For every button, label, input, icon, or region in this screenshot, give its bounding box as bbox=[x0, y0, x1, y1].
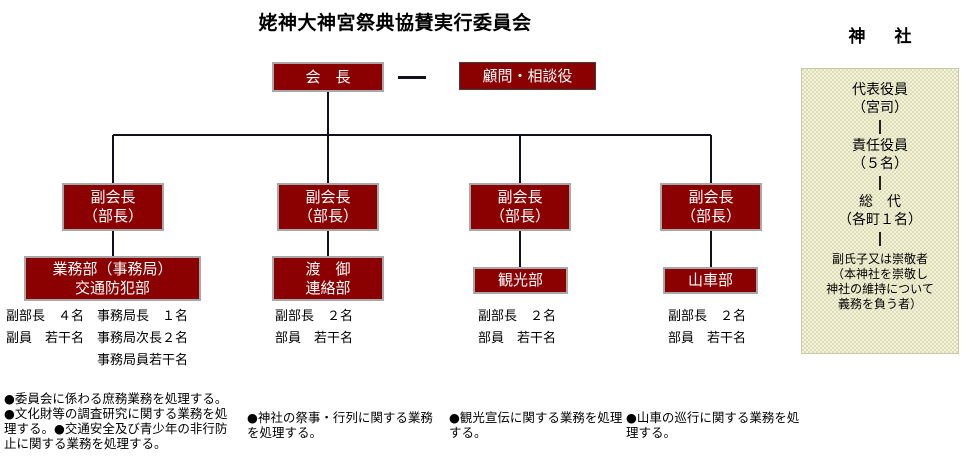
shrine-node-line1: 責任役員 bbox=[852, 138, 908, 154]
duties-text-2: ●神社の祭事・行列に関する業務を処理する。 bbox=[247, 410, 433, 440]
branch-stem-3 bbox=[519, 135, 521, 183]
vice-chair-line1: 副会長 bbox=[688, 188, 734, 206]
shrine-connector-icon bbox=[879, 176, 881, 190]
staff-row: 副部長 ４名 事務局長 １名 bbox=[6, 309, 189, 324]
shrine-node-line2: （各町１名） bbox=[838, 212, 922, 228]
shrine-leaf-line: 義務を負う者） bbox=[837, 297, 922, 311]
department-stem-4 bbox=[710, 231, 712, 267]
shrine-node-line1: 総 代 bbox=[859, 194, 901, 210]
shrine-panel: 代表役員 （宮司） 責任役員 （５名） 総 代 （各町１名） 副氏子又は崇敬者 … bbox=[801, 68, 959, 354]
branch-stem-2 bbox=[327, 135, 329, 183]
staff-list-2: 副部長 ２名 部員 若干名 bbox=[275, 306, 455, 350]
vice-chair-box-1: 副会長 （部長） bbox=[62, 183, 164, 231]
vice-chair-line2: （部長） bbox=[297, 207, 358, 225]
advisor-box: 顧問・相談役 bbox=[459, 62, 596, 90]
vice-chair-line2: （部長） bbox=[82, 207, 143, 225]
shrine-header: 神 社 bbox=[848, 27, 918, 47]
shrine-leaf-note: 副氏子又は崇敬者 （本神社を崇敬し 神社の維持について 義務を負う者） bbox=[826, 252, 934, 312]
staff-list-4: 副部長 ２名 部員 若干名 bbox=[668, 306, 848, 350]
staff-row: 副部長 ２名 bbox=[668, 309, 747, 324]
vice-chair-line2: （部長） bbox=[489, 207, 550, 225]
department-box-4: 山車部 bbox=[663, 267, 758, 294]
staff-row: 事務局員若干名 bbox=[6, 353, 189, 368]
shrine-node-line2: （宮司） bbox=[852, 100, 908, 116]
shrine-node-representative: 代表役員 （宮司） bbox=[852, 81, 908, 117]
department-stem-3 bbox=[519, 231, 521, 267]
department-stem-1 bbox=[112, 231, 114, 256]
chairman-label: 会 長 bbox=[305, 67, 351, 86]
department-box-1: 業務部（事務局） 交通防犯部 bbox=[24, 256, 201, 301]
department-line2: 連絡部 bbox=[305, 278, 351, 297]
staff-row: 部員 若干名 bbox=[478, 331, 557, 346]
vice-chair-line2: （部長） bbox=[680, 207, 741, 225]
staff-list-1: 副部長 ４名 事務局長 １名 副員 若干名 事務局次長２名 事務局員若干名 bbox=[6, 306, 236, 372]
staff-row: 部員 若干名 bbox=[275, 331, 354, 346]
staff-row: 副部長 ２名 bbox=[478, 309, 557, 324]
branch-stem-1 bbox=[112, 135, 114, 183]
shrine-connector-icon bbox=[879, 120, 881, 134]
shrine-leaf-line: 神社の維持について bbox=[826, 282, 934, 296]
duties-text-3: ●観光宣伝に関する業務を処理する。 bbox=[449, 410, 623, 440]
chairman-box: 会 長 bbox=[272, 62, 384, 92]
department-stem-2 bbox=[327, 231, 329, 256]
shrine-node-representative-town: 総 代 （各町１名） bbox=[838, 193, 922, 229]
vice-chair-box-2: 副会長 （部長） bbox=[277, 183, 379, 231]
department-line2: 交通防犯部 bbox=[74, 278, 150, 297]
department-line1: 山車部 bbox=[687, 271, 733, 289]
vice-chair-box-4: 副会長 （部長） bbox=[660, 183, 762, 231]
vice-chair-box-3: 副会長 （部長） bbox=[469, 183, 571, 231]
advisor-label: 顧問・相談役 bbox=[482, 66, 573, 85]
vice-chair-line1: 副会長 bbox=[497, 188, 543, 206]
staff-row: 副員 若干名 事務局次長２名 bbox=[6, 331, 189, 346]
page-title: 姥神大神宮祭典協賛実行委員会 bbox=[258, 12, 532, 34]
department-line1: 観光部 bbox=[497, 271, 543, 289]
shrine-node-line2: （５名） bbox=[852, 156, 908, 172]
staff-list-3: 副部長 ２名 部員 若干名 bbox=[478, 306, 658, 350]
chairman-advisor-connector-icon bbox=[398, 76, 426, 79]
department-box-2: 渡 御 連絡部 bbox=[272, 256, 384, 301]
department-box-3: 観光部 bbox=[473, 267, 568, 294]
branch-bus-line bbox=[113, 134, 711, 136]
shrine-node-responsible: 責任役員 （５名） bbox=[852, 137, 908, 173]
vice-chair-line1: 副会長 bbox=[305, 188, 351, 206]
vice-chair-line1: 副会長 bbox=[90, 188, 136, 206]
duties-text-4: ●山車の巡行に関する業務を処理する。 bbox=[626, 410, 800, 440]
branch-stem-4 bbox=[710, 135, 712, 183]
shrine-connector-icon bbox=[879, 232, 881, 246]
duties-text-1: ●委員会に係わる庶務業務を処理する。●文化財等の調査研究に関する業務を処理する。… bbox=[4, 391, 228, 451]
staff-row: 副部長 ２名 bbox=[275, 309, 354, 324]
shrine-leaf-line: 副氏子又は崇敬者 bbox=[831, 252, 928, 266]
department-line1: 業務部（事務局） bbox=[52, 259, 173, 278]
staff-row: 部員 若干名 bbox=[668, 331, 747, 346]
department-line1: 渡 御 bbox=[305, 259, 351, 278]
shrine-node-line1: 代表役員 bbox=[852, 82, 908, 98]
chairman-stem bbox=[327, 92, 329, 135]
shrine-leaf-line: （本神社を崇敬し bbox=[831, 267, 928, 281]
